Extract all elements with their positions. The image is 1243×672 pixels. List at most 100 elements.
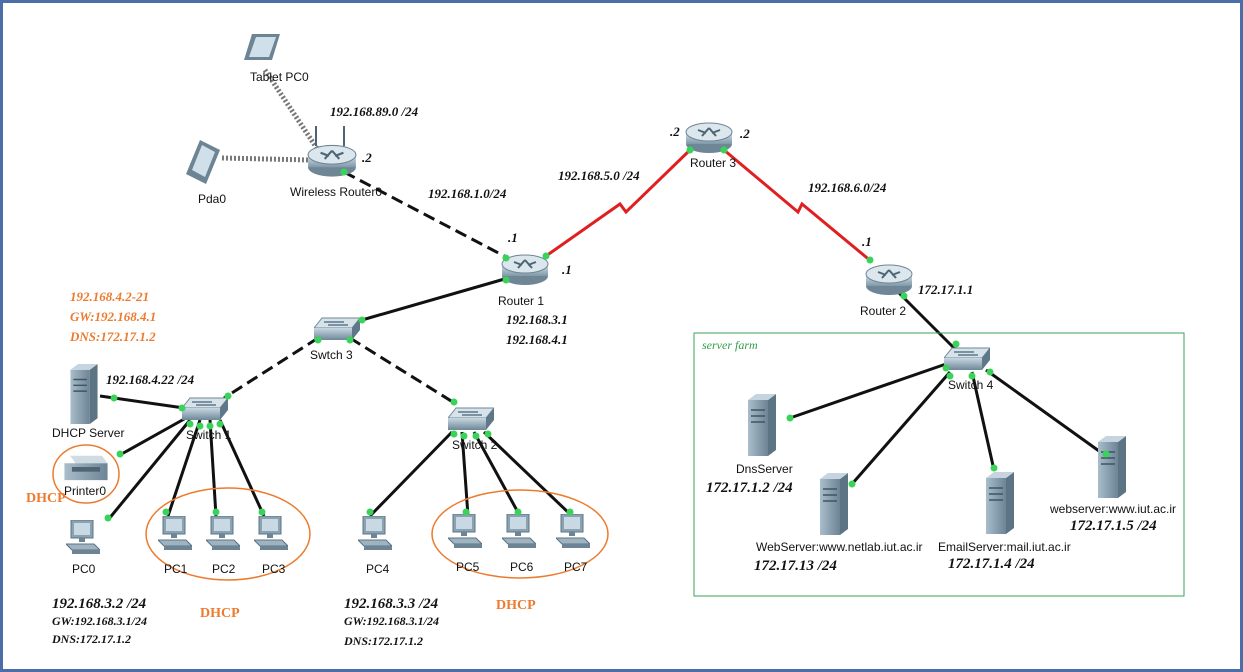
dns-server-icon[interactable] [748, 394, 776, 456]
email-server-ip: 172.17.1.4 /24 [948, 556, 1035, 572]
switch1-label: Switch 1 [186, 428, 232, 442]
dhcp-tag-pc1-pc3: DHCP [200, 606, 240, 621]
link-pc2-switch1 [208, 419, 218, 517]
link-webserver2-switch4 [985, 368, 1107, 458]
link-switch3-switch1 [223, 336, 319, 400]
tablet-label: Tablet PC0 [250, 70, 309, 84]
dns-server-label: DnsServer [736, 462, 793, 476]
link-pc6-switch2 [472, 431, 522, 517]
pc2-icon[interactable] [206, 516, 240, 551]
pc5-icon[interactable] [448, 514, 482, 549]
pc7-icon[interactable] [556, 514, 590, 549]
link-router2-switch4 [896, 290, 958, 352]
link-web-switch4 [850, 371, 952, 485]
wireless-router-icon[interactable] [307, 126, 357, 178]
link-pc5-switch2 [460, 431, 470, 517]
dhcp-tag-pc5-pc7: DHCP [496, 598, 536, 613]
link-wr-router1 [343, 170, 509, 260]
switch3-icon[interactable] [314, 317, 360, 341]
r2-interface-label: .1 [862, 234, 872, 249]
pc4-icon[interactable] [358, 516, 392, 551]
wireless-router-label: Wireless Router0 [290, 185, 383, 199]
web-server-label: WebServer:www.netlab.iut.ac.ir [756, 540, 923, 554]
pc0-ip: 192.168.3.2 /24 [52, 596, 147, 612]
r3-left-interface-label: .2 [670, 124, 680, 139]
email-server-label: EmailServer:mail.iut.ac.ir [938, 540, 1071, 554]
dhcp-tag-printer: DHCP [26, 491, 66, 506]
link-switch3-switch2 [349, 336, 457, 406]
pc4-gateway: GW:192.168.3.1/24 [344, 614, 440, 628]
pc1-icon[interactable] [158, 516, 192, 551]
dhcp-group-pc5-pc7 [431, 489, 609, 579]
web-server-ip: 172.17.13 /24 [754, 558, 837, 574]
pc0-icon[interactable] [66, 520, 100, 555]
dhcp-pool-dns: DNS:172.17.1.2 [70, 329, 156, 344]
port-status-lights [104, 146, 1110, 522]
pc0-label: PC0 [72, 562, 96, 576]
router3-label: Router 3 [690, 156, 737, 170]
dhcp-pool-range: 192.168.4.2-21 [70, 289, 150, 304]
pc4-dns: DNS:172.17.1.2 [344, 634, 424, 648]
r3-r2-network-label: 192.168.6.0/24 [808, 180, 887, 195]
switch4-label: Switch 4 [948, 378, 994, 392]
dhcp-pool-gateway: GW:192.168.4.1 [70, 309, 157, 324]
pc0-dns: DNS:172.17.1.2 [52, 632, 132, 646]
webserver2-icon[interactable] [1098, 436, 1126, 498]
link-pc0-switch1 [106, 419, 192, 521]
dns-server-ip: 172.17.1.2 /24 [706, 480, 793, 496]
server-farm-boundary [693, 332, 1185, 597]
printer-label: Printer0 [64, 484, 107, 498]
r1-r3-network-label: 192.168.5.0 /24 [558, 168, 640, 183]
wireless-link-pda [221, 155, 311, 163]
switch1-icon[interactable] [182, 397, 228, 421]
link-pc3-switch1 [218, 419, 266, 517]
pc0-gateway: GW:192.168.3.1/24 [52, 614, 148, 628]
dhcp-server-label: DHCP Server [52, 426, 125, 440]
dhcp-server-icon[interactable] [70, 364, 98, 424]
pc3-label: PC3 [262, 562, 286, 576]
pc4-label: PC4 [366, 562, 390, 576]
pc4-ip: 192.168.3.3 /24 [344, 596, 439, 612]
email-server-icon[interactable] [986, 472, 1014, 534]
link-printer-switch1 [117, 416, 187, 458]
wr-interface-label: .2 [362, 150, 372, 165]
pc6-label: PC6 [510, 560, 534, 574]
r1-interface-b-label: .1 [562, 262, 572, 277]
webserver2-ip: 172.17.1.5 /24 [1070, 518, 1157, 534]
dhcp-server-ip: 192.168.4.22 /24 [106, 372, 195, 387]
wr-r1-network-label: 192.168.1.0/24 [428, 186, 507, 201]
wireless-network-label: 192.168.89.0 /24 [330, 104, 419, 119]
switch4-icon[interactable] [944, 347, 990, 371]
pc7-label: PC7 [564, 560, 588, 574]
switch2-icon[interactable] [448, 407, 494, 431]
dhcp-group-printer [52, 444, 120, 504]
r3-right-interface-label: .2 [740, 126, 750, 141]
serial-link-r3-r2 [723, 148, 873, 264]
webserver2-label: webserver:www.iut.ac.ir [1050, 502, 1177, 516]
r2-lan-ip-label: 172.17.1.1 [918, 282, 974, 297]
pda-label: Pda0 [198, 192, 227, 206]
pc6-icon[interactable] [502, 514, 536, 549]
pc3-icon[interactable] [254, 516, 288, 551]
link-pc4-switch2 [368, 430, 454, 518]
router1-ip-2: 192.168.4.1 [506, 332, 568, 347]
pc2-label: PC2 [212, 562, 236, 576]
pc5-label: PC5 [456, 560, 480, 574]
link-r1-switch3 [361, 276, 509, 322]
serial-link-r1-r3 [545, 148, 692, 258]
link-pc7-switch2 [482, 430, 574, 518]
web-server-icon[interactable] [820, 472, 848, 536]
tablet-pc-icon[interactable] [244, 34, 280, 60]
pda-icon[interactable] [186, 140, 220, 184]
router1-ip-1: 192.168.3.1 [506, 312, 568, 327]
router1-label: Router 1 [498, 294, 545, 308]
pc1-label: PC1 [164, 562, 188, 576]
router2-icon[interactable] [865, 264, 913, 296]
switch2-label: Switch 2 [452, 438, 498, 452]
link-dns-switch4 [789, 362, 947, 420]
switch3-label: Swtch 3 [310, 348, 353, 362]
link-email-switch4 [970, 371, 996, 471]
printer-icon[interactable] [64, 455, 108, 481]
